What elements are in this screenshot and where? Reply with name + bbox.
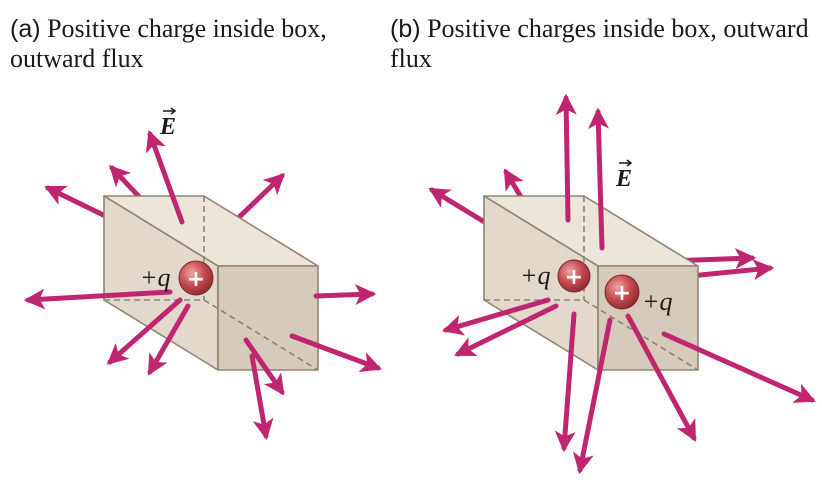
caption-a-tag: (a) <box>10 15 41 43</box>
field-label-b: E <box>615 166 632 192</box>
charge-label-a: +q <box>140 263 171 292</box>
vector-arrow-icon-b <box>619 159 633 167</box>
charge-b-1 <box>557 259 591 293</box>
caption-a-text: Positive charge inside box, outward flux <box>10 14 327 73</box>
caption-b: (b) Positive charges inside box, outward… <box>390 14 810 74</box>
gaussian-box-a <box>103 195 319 371</box>
field-arrows-b-front <box>441 93 816 475</box>
caption-b-tag: (b) <box>390 15 421 43</box>
panel-b-diagram: E + +q + +q <box>428 93 816 475</box>
charge-sign-b-2: + <box>613 281 631 306</box>
charge-label-b-2: +q <box>642 287 673 316</box>
charge-sign-a: + <box>187 267 205 292</box>
panel-a-diagram: E + +q <box>23 107 382 441</box>
field-label-a: E <box>159 114 176 140</box>
gaussian-box-b <box>483 195 699 371</box>
vector-arrow-icon-a <box>163 107 177 115</box>
charge-sign-b-1: + <box>565 265 583 290</box>
caption-a: (a) Positive charge inside box, outward … <box>10 14 370 74</box>
charge-a <box>178 260 214 296</box>
field-arrows-a-front <box>23 130 382 441</box>
caption-b-text: Positive charges inside box, outward flu… <box>390 14 809 73</box>
charge-label-b-1: +q <box>520 261 551 290</box>
charge-b-2 <box>604 274 640 310</box>
